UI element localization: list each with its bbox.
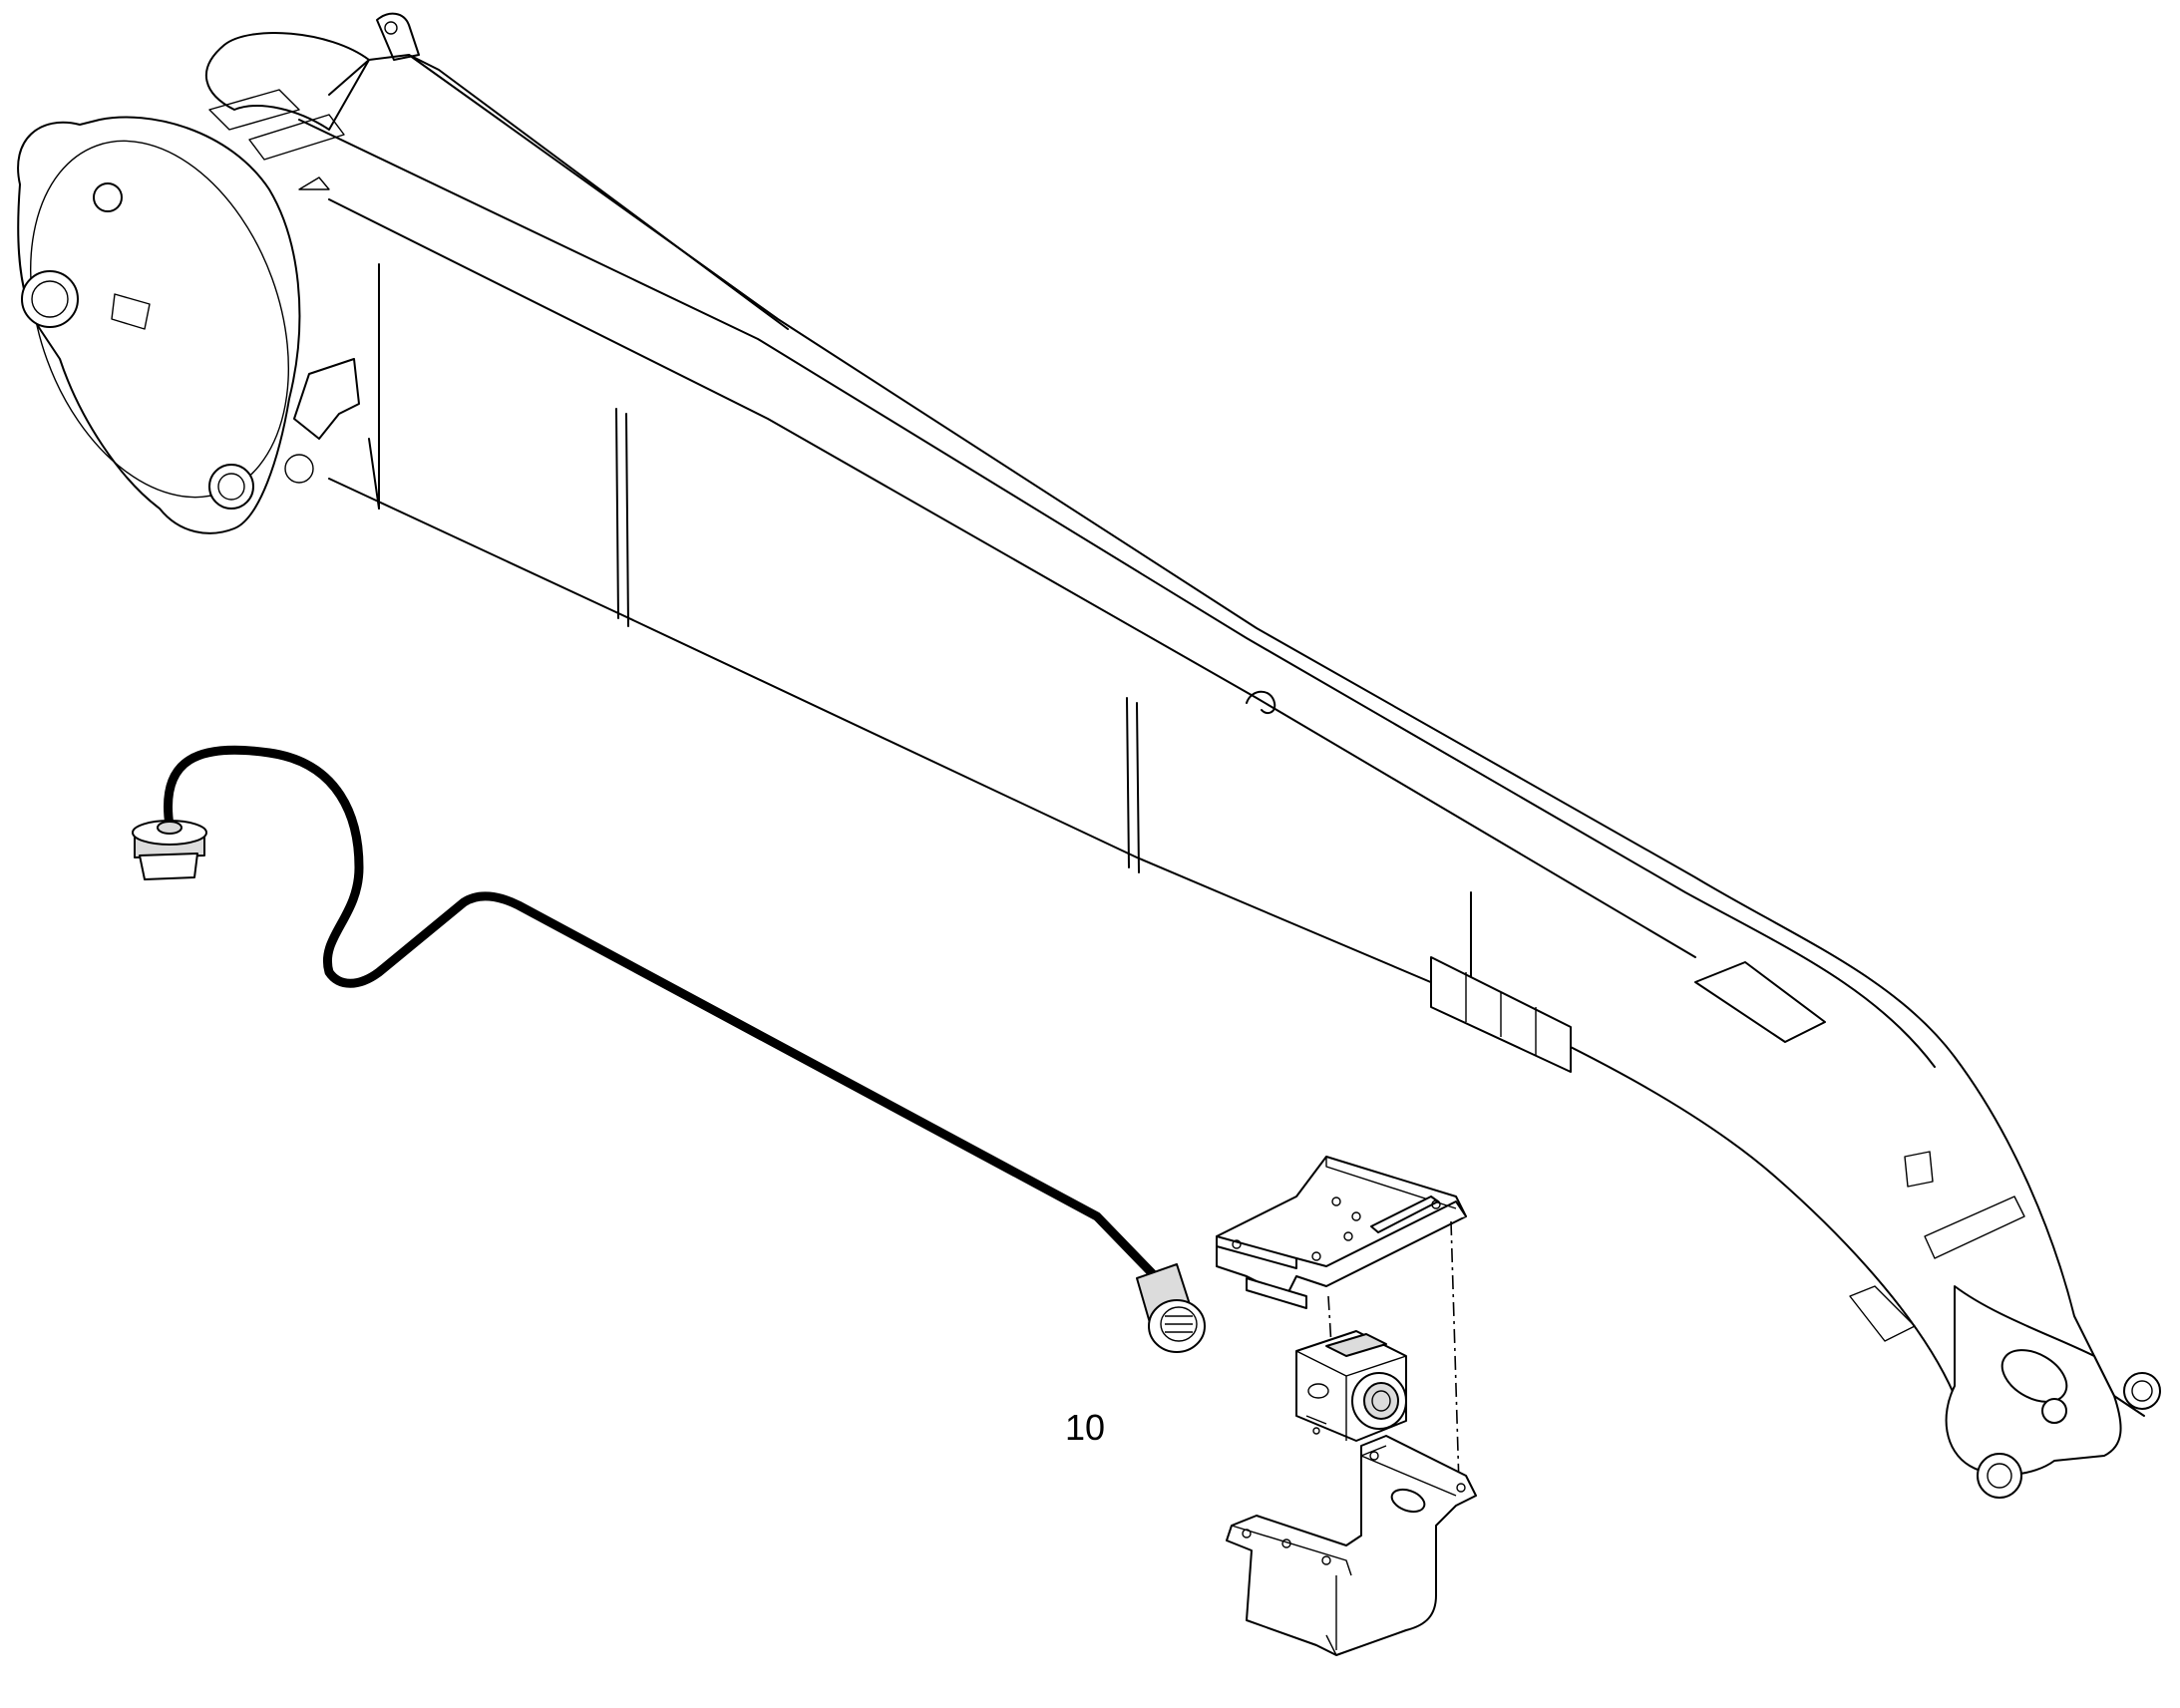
mounting-plate xyxy=(1216,1156,1467,1309)
camera-kit xyxy=(1216,1156,1477,1656)
cable-connector-left xyxy=(132,820,207,880)
camera-unit xyxy=(1295,1330,1407,1442)
camera-cable xyxy=(132,745,1206,1353)
cable-connector-right xyxy=(1136,1263,1206,1353)
boom-arm xyxy=(17,12,2161,1499)
callout-10: 10 xyxy=(1065,1407,1105,1448)
bracket xyxy=(1226,1435,1477,1656)
